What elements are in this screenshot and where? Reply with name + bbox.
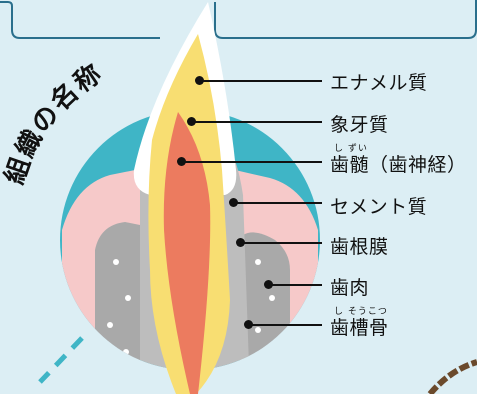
pointer-dot-gum <box>264 280 273 289</box>
pointer-line-gum <box>269 284 322 286</box>
label-pdl: 歯根膜 <box>330 236 389 258</box>
pointer-dot-bone <box>244 320 253 329</box>
pulp <box>163 112 211 394</box>
label-pulp: 歯髄（歯神経） <box>330 154 467 176</box>
pointer-dot-pdl <box>236 238 245 247</box>
box-frame-right <box>214 0 477 39</box>
ruby-bone: し そうこつ <box>334 307 388 317</box>
label-gum: 歯肉 <box>330 277 370 299</box>
pointer-dot-enamel <box>195 76 204 85</box>
brown-curve <box>427 359 477 394</box>
pointer-line-pulp <box>182 161 322 163</box>
label-dentin: 象牙質 <box>330 114 389 136</box>
alveolar-bone-right <box>243 232 290 370</box>
pointer-line-dentin <box>192 121 322 123</box>
box-frame <box>0 1 160 39</box>
pointer-line-bone <box>249 324 322 326</box>
label-bone: 歯槽骨 <box>330 317 389 339</box>
pointer-dot-cementum <box>229 198 238 207</box>
pointer-line-pdl <box>241 242 322 244</box>
pointer-line-cementum <box>234 202 322 204</box>
pointer-line-enamel <box>200 80 322 82</box>
label-enamel: エナメル質 <box>330 72 428 94</box>
ruby-pulp: し ずい <box>334 144 368 154</box>
pointer-dot-dentin <box>187 117 196 126</box>
dashed-line <box>38 336 84 384</box>
alveolar-bone-left <box>95 222 140 370</box>
pointer-dot-pulp <box>177 157 186 166</box>
label-cementum: セメント質 <box>330 196 428 218</box>
